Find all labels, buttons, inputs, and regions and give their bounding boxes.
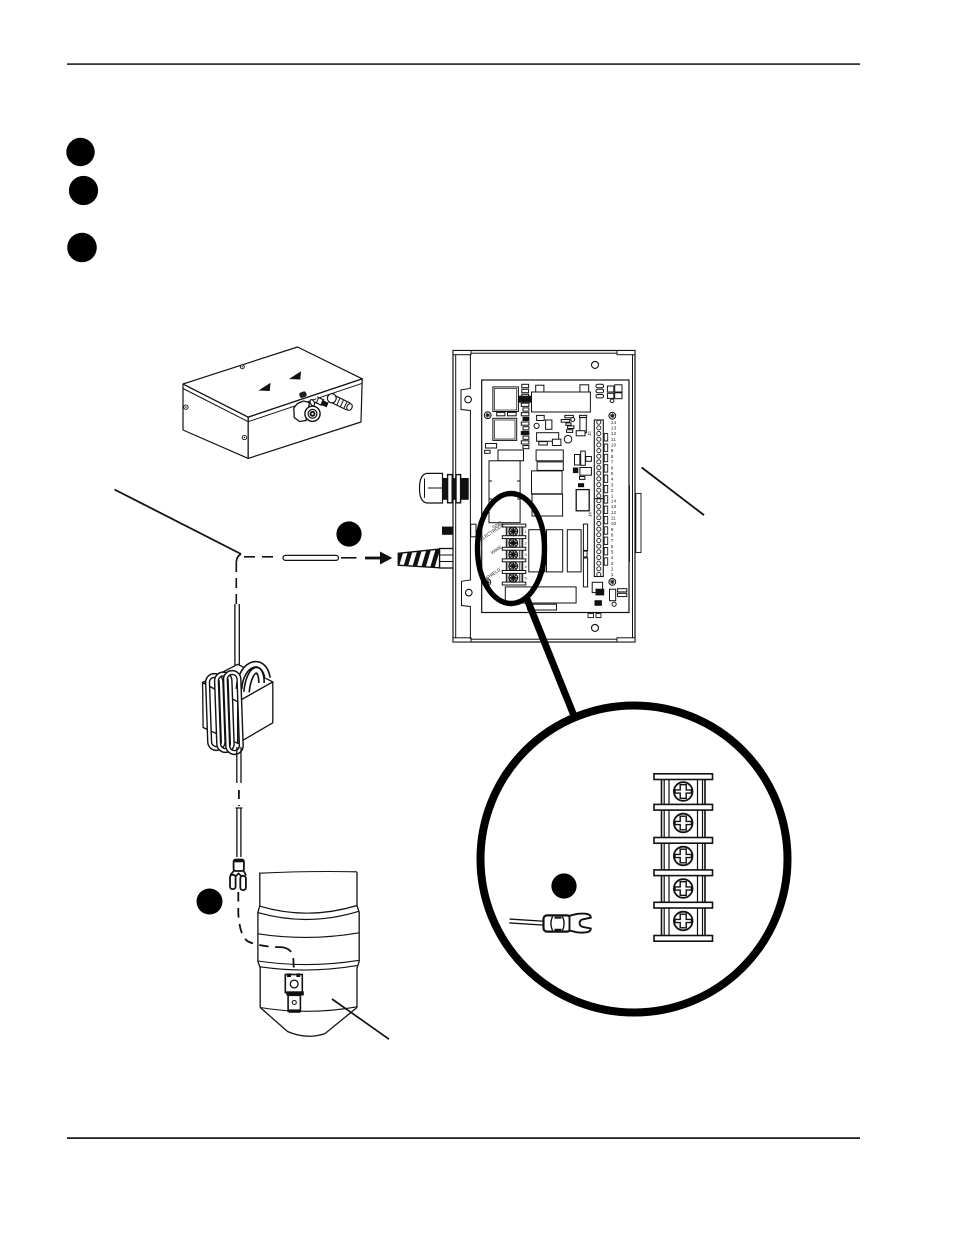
svg-text:14: 14 [611, 499, 617, 505]
svg-text:13: 13 [611, 426, 617, 432]
svg-text:J2: J2 [587, 431, 592, 436]
svg-text:14: 14 [611, 420, 617, 426]
svg-text:5: 5 [611, 471, 614, 477]
svg-text:1: 1 [611, 494, 614, 500]
svg-text:11: 11 [611, 437, 616, 443]
svg-text:10: 10 [611, 443, 617, 449]
svg-text:9: 9 [611, 527, 614, 533]
svg-text:GND: GND [491, 520, 503, 530]
svg-text:7: 7 [611, 460, 614, 466]
svg-text:WIRE: WIRE [490, 545, 503, 556]
svg-text:11: 11 [611, 516, 616, 522]
svg-text:3: 3 [611, 482, 614, 488]
svg-text:8: 8 [611, 454, 614, 460]
svg-text:4: 4 [611, 555, 614, 561]
svg-text:3: 3 [611, 561, 614, 567]
svg-text:1: 1 [611, 572, 614, 578]
svg-text:1: 1 [525, 529, 528, 534]
svg-text:4: 4 [611, 477, 614, 483]
svg-text:3: 3 [525, 552, 528, 557]
svg-text:12: 12 [611, 431, 617, 437]
svg-text:2: 2 [525, 541, 528, 546]
svg-text:5: 5 [525, 575, 528, 580]
svg-text:4: 4 [525, 564, 528, 569]
svg-text:12: 12 [611, 510, 617, 516]
svg-text:9: 9 [611, 448, 614, 454]
svg-text:13: 13 [611, 504, 617, 510]
svg-text:5: 5 [611, 550, 614, 556]
svg-text:7: 7 [611, 538, 614, 544]
svg-text:8: 8 [611, 533, 614, 539]
svg-text:2: 2 [611, 567, 614, 573]
svg-text:6: 6 [611, 465, 614, 471]
svg-text:6: 6 [611, 544, 614, 550]
svg-text:10: 10 [611, 521, 617, 527]
svg-text:2: 2 [611, 488, 614, 494]
svg-text:J4: J4 [588, 512, 593, 517]
